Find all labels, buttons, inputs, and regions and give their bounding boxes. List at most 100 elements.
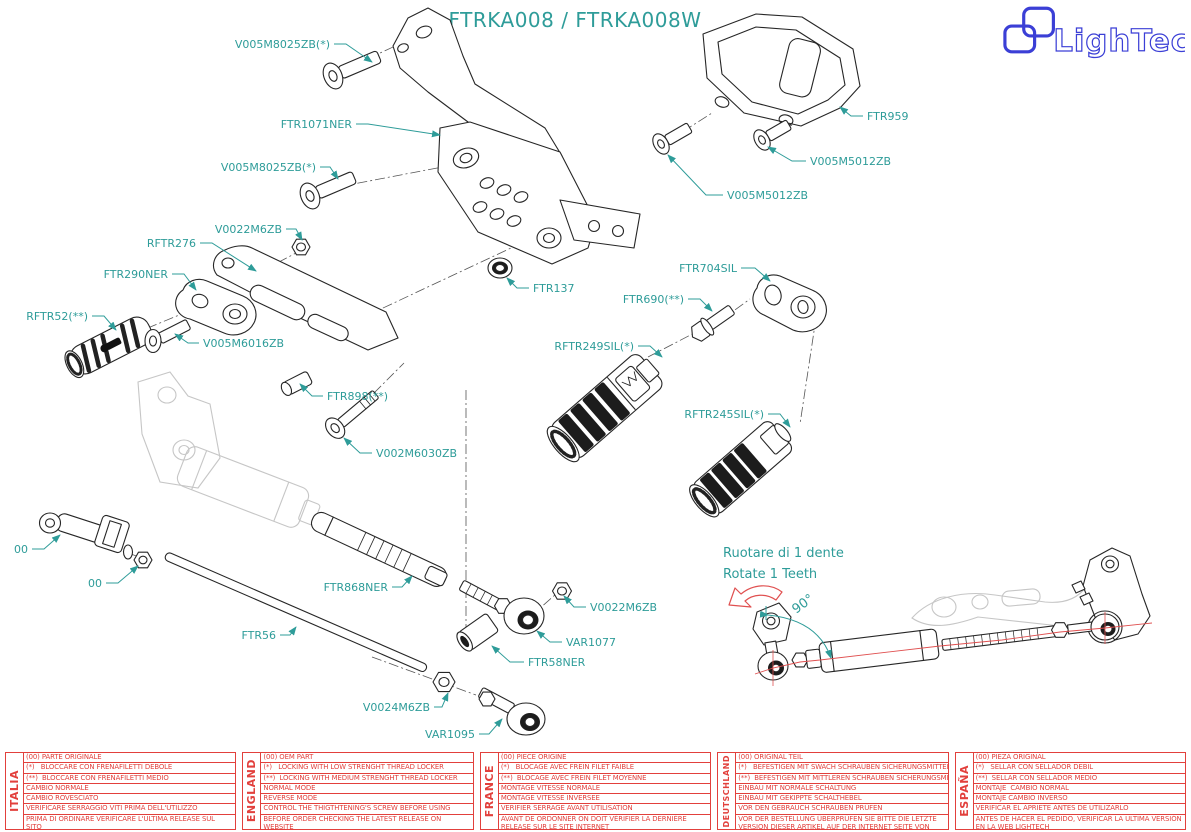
part-label: FTR56 [242, 629, 277, 642]
part-oem-clevis [38, 512, 153, 569]
table-row: (00) PIEZA ORIGINAL [973, 753, 1186, 764]
table-note: BEFORE ORDER CHECKING THE LATEST RELEASE… [263, 815, 442, 829]
part-label: V005M8025ZB(*) [235, 38, 330, 51]
part-label: V005M8025ZB(*) [221, 161, 316, 174]
part-label: V005M6016ZB [203, 337, 284, 350]
part-countersunk-screw [753, 119, 792, 151]
table-row: CONTROL THE THIGTHTENING'S SCREW BEFORE … [261, 804, 473, 815]
leader-line [536, 630, 562, 643]
table-row: NORMAL MODE [261, 784, 473, 795]
part-ftr898-pin [280, 371, 313, 397]
part-ftr290ner-link [175, 278, 257, 336]
annotation-text: Rotate 1 Teeth [723, 567, 817, 582]
part-label: 00 [88, 577, 102, 590]
part-label: RFTR249SIL(*) [554, 340, 634, 353]
legend-table-france: FRANCE(00) PIECE ORIGINE(*) BLOCAGE AVEC… [479, 752, 712, 830]
part-label: FTR290NER [104, 268, 169, 281]
annotation-text: 90° [790, 592, 817, 618]
part-countersunk-screw [299, 171, 357, 210]
table-row: (*) SELLAR CON SELLADOR DEBIL [973, 763, 1186, 774]
part-var1077-rod-end [459, 580, 545, 635]
part-ftr704sil-link [752, 274, 827, 333]
table-row: (*) BLOCCARE CON FRENAFILETTI DEBOLE [24, 763, 236, 774]
leader-line [667, 154, 723, 196]
part-rftr52-footpeg [64, 316, 153, 379]
table-row: VERIFICAR EL APRIETE ANTES DE UTILIZARLO [973, 804, 1186, 815]
part-label: VAR1095 [425, 728, 475, 741]
table-row: MONTAGE VITESSE NORMALE [498, 784, 711, 795]
part-rftr276-arm [213, 245, 399, 351]
table-row: MONTAGE VITESSE INVERSEE [498, 794, 711, 805]
leader-line [356, 123, 441, 138]
part-label: VAR1077 [566, 636, 616, 649]
table-row: REVERSE MODE [261, 794, 473, 805]
leader-line [200, 242, 257, 272]
table-row: (**) BLOCCARE CON FRENAFILETTI MEDIO [24, 774, 236, 784]
leader-line [491, 645, 524, 663]
language-label: ITALIA [6, 753, 24, 829]
part-label: FTR137 [533, 282, 575, 295]
part-rftr245sil-footpeg [689, 421, 793, 518]
legend-table-england: ENGLAND(00) OEM PART(*) LOCKING WITH LOW… [242, 752, 474, 830]
table-note: VOR DER BESTELLUNG ÜBERPRÜFEN SIE BITTE … [738, 815, 937, 829]
logo-symbol-icon [1003, 24, 1037, 54]
leader-line [839, 106, 863, 117]
language-label: ENGLAND [243, 753, 262, 829]
table-row: (00) ORIGINAL TEIL [736, 753, 948, 764]
part-ftr868ner-rod [310, 511, 448, 587]
language-label: ESPAÑA [956, 753, 974, 829]
part-ftr137-washer [487, 257, 513, 279]
table-row: MONTAJE CAMBIO NORMAL [973, 784, 1186, 795]
table-row: EINBAU MIT NORMALE SCHALTUNG [736, 784, 948, 795]
leader-line [92, 315, 117, 331]
language-label: DEUTSCHLAND [718, 753, 737, 829]
part-hex-nut [432, 671, 456, 693]
leader-line [174, 333, 199, 344]
leader-line [392, 575, 413, 588]
leader-line [741, 267, 771, 282]
leader-line [32, 534, 61, 550]
part-label: FTR898(**) [327, 390, 388, 403]
table-row: CAMBIO NORMALE [24, 784, 236, 795]
leader-line [688, 298, 713, 312]
legend-table-italia: ITALIA(00) PARTE ORIGINALE(*) BLOCCARE C… [5, 752, 237, 830]
leader-line [563, 595, 586, 608]
leader-line [767, 146, 806, 162]
table-note: AVANT DE ORDONNER ON DOIT VÉRIFIER LA DE… [500, 815, 687, 829]
part-label: FTR58NER [528, 656, 586, 669]
leader-line [434, 692, 449, 708]
leader-line [334, 43, 373, 63]
red-centerline [754, 622, 1153, 675]
part-ftr959-bracket [702, 13, 861, 127]
part-washer-screw [144, 319, 191, 354]
part-label: V0022M6ZB [590, 601, 657, 614]
ghost-damper [176, 446, 321, 528]
part-label: FTR959 [867, 110, 909, 123]
part-label: V0022M6ZB [215, 223, 282, 236]
logo-symbol-icon [1022, 6, 1055, 38]
table-row: VOR DEN GEBRAUCH SCHRAUBEN PRÜFEN [736, 804, 948, 815]
angle-dimension-arc [759, 610, 832, 659]
table-row: (*) BEFESTIGEN MIT SWACH SCHRAUBEN SICHE… [736, 763, 948, 774]
part-label: 00 [14, 543, 28, 556]
part-labels: V005M8025ZB(*)FTR1071NERV005M8025ZB(*)V0… [14, 38, 909, 741]
parts-artwork [38, 7, 1151, 736]
leader-line [280, 626, 297, 636]
leader-line [299, 383, 323, 397]
leader-lines [32, 43, 863, 735]
lightech-logo-text: LighTech [1053, 24, 1185, 59]
part-label: V005M5012ZB [810, 155, 891, 168]
legend-table-españa: ESPAÑA(00) PIEZA ORIGINAL(*) SELLAR CON … [954, 752, 1187, 830]
table-row: (*) LOCKING WITH LOW STRENGHT THREAD LOC… [261, 763, 473, 774]
axis-lines [59, 28, 817, 696]
leader-line [172, 273, 197, 291]
leader-line [106, 565, 139, 584]
legend-table-deutschland: DEUTSCHLAND(00) ORIGINAL TEIL(*) BEFESTI… [717, 752, 949, 830]
table-row: (**) SELLAR CON SELLADOR MEDIO [973, 774, 1186, 784]
part-ftr690-bolt [691, 305, 735, 342]
ghost-bracket [137, 371, 221, 489]
table-row: CAMBIO ROVESCIATO [24, 794, 236, 805]
